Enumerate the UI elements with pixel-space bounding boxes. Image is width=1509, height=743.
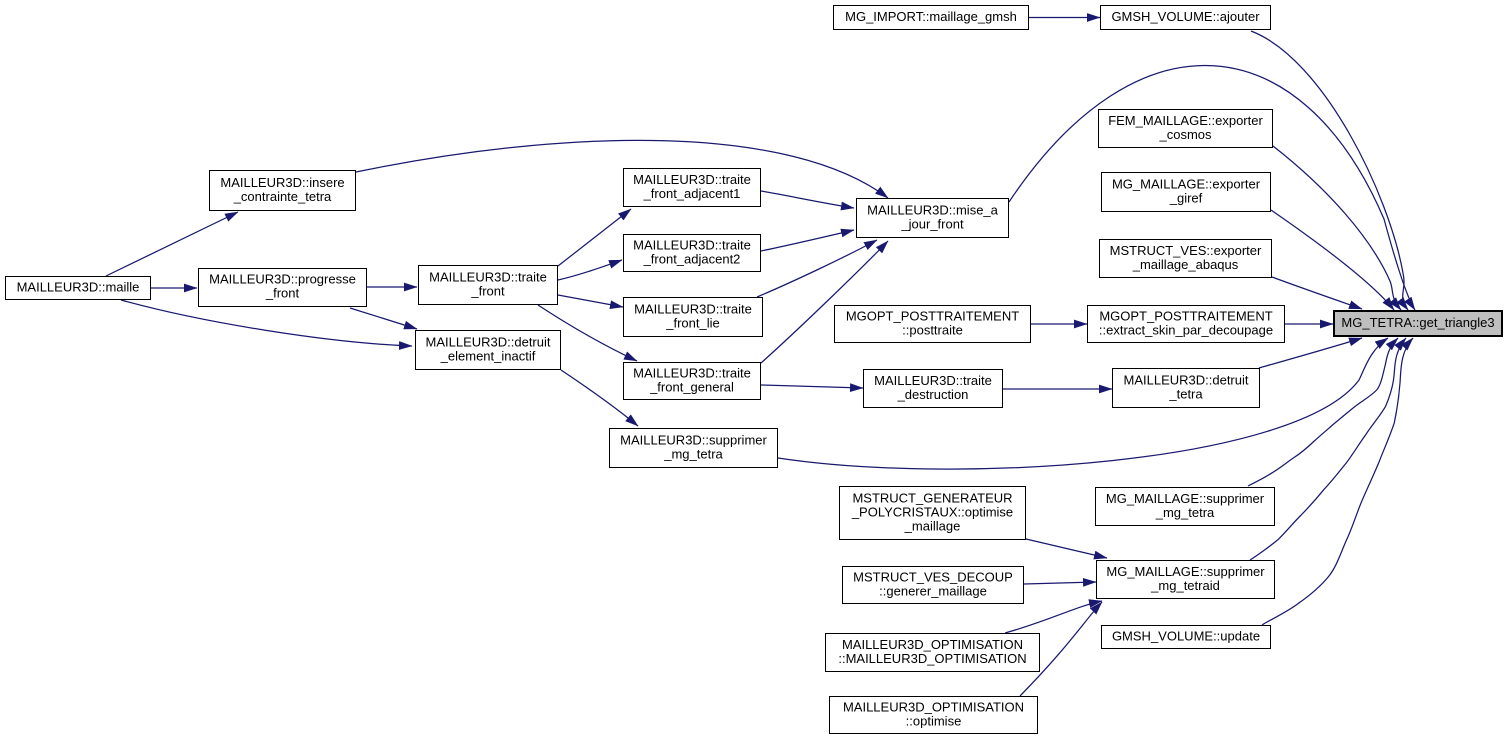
svg-text:MAILLEUR3D::traite: MAILLEUR3D::traite xyxy=(429,270,547,285)
svg-text:_front: _front xyxy=(470,284,505,299)
svg-text:MG_MAILLAGE::supprimer: MG_MAILLAGE::supprimer xyxy=(1106,491,1265,506)
svg-text:GMSH_VOLUME::update: GMSH_VOLUME::update xyxy=(1112,629,1260,644)
svg-text:MSTRUCT_VES_DECOUP: MSTRUCT_VES_DECOUP xyxy=(853,570,1013,585)
svg-text:::generer_maillage: ::generer_maillage xyxy=(879,584,987,599)
svg-text:::optimise: ::optimise xyxy=(906,714,962,729)
svg-text:MG_MAILLAGE::supprimer: MG_MAILLAGE::supprimer xyxy=(1106,564,1265,579)
svg-text:MG_MAILLAGE::exporter: MG_MAILLAGE::exporter xyxy=(1112,177,1261,192)
svg-text:MGOPT_POSTTRAITEMENT: MGOPT_POSTTRAITEMENT xyxy=(1099,309,1272,324)
svg-text:MAILLEUR3D::detruit: MAILLEUR3D::detruit xyxy=(426,335,551,350)
svg-text:MGOPT_POSTTRAITEMENT: MGOPT_POSTTRAITEMENT xyxy=(846,309,1019,324)
svg-text:_mg_tetraid: _mg_tetraid xyxy=(1150,578,1220,593)
svg-text:_POLYCRISTAUX::optimise: _POLYCRISTAUX::optimise xyxy=(851,505,1013,520)
svg-text:FEM_MAILLAGE::exporter: FEM_MAILLAGE::exporter xyxy=(1108,113,1263,128)
svg-text:_maillage: _maillage xyxy=(904,519,961,534)
svg-text:MSTRUCT_GENERATEUR: MSTRUCT_GENERATEUR xyxy=(852,491,1012,506)
svg-text:MAILLEUR3D::traite: MAILLEUR3D::traite xyxy=(633,366,751,381)
svg-text:_mg_tetra: _mg_tetra xyxy=(1155,505,1215,520)
svg-text:_front_lie: _front_lie xyxy=(665,316,719,331)
svg-text:MAILLEUR3D::mise_a: MAILLEUR3D::mise_a xyxy=(867,203,999,218)
svg-text:_front: _front xyxy=(265,286,300,301)
svg-text:MAILLEUR3D::insere: MAILLEUR3D::insere xyxy=(220,175,344,190)
svg-text:MAILLEUR3D::detruit: MAILLEUR3D::detruit xyxy=(1124,373,1249,388)
svg-text:::posttraite: ::posttraite xyxy=(902,323,963,338)
svg-text:_giref: _giref xyxy=(1169,191,1203,206)
svg-text:MAILLEUR3D::traite: MAILLEUR3D::traite xyxy=(633,172,751,187)
svg-text:MAILLEUR3D::progresse: MAILLEUR3D::progresse xyxy=(209,272,356,287)
svg-text:_element_inactif: _element_inactif xyxy=(440,349,536,364)
svg-text:_front_adjacent1: _front_adjacent1 xyxy=(643,186,741,201)
svg-text:MAILLEUR3D_OPTIMISATION: MAILLEUR3D_OPTIMISATION xyxy=(843,700,1024,715)
svg-text:MG_IMPORT::maillage_gmsh: MG_IMPORT::maillage_gmsh xyxy=(845,9,1017,24)
svg-text:_contrainte_tetra: _contrainte_tetra xyxy=(233,189,332,204)
svg-text:MSTRUCT_VES::exporter: MSTRUCT_VES::exporter xyxy=(1110,243,1262,258)
svg-text:_front_general: _front_general xyxy=(649,380,734,395)
svg-text:MAILLEUR3D::traite: MAILLEUR3D::traite xyxy=(634,302,752,317)
svg-text:_destruction: _destruction xyxy=(897,387,969,402)
svg-text:GMSH_VOLUME::ajouter: GMSH_VOLUME::ajouter xyxy=(1111,9,1260,24)
svg-text:::MAILLEUR3D_OPTIMISATION: ::MAILLEUR3D_OPTIMISATION xyxy=(838,651,1026,666)
svg-text:_tetra: _tetra xyxy=(1168,387,1203,402)
svg-text:_maillage_abaqus: _maillage_abaqus xyxy=(1132,257,1239,272)
svg-text:_mg_tetra: _mg_tetra xyxy=(663,447,723,462)
svg-text:_jour_front: _jour_front xyxy=(900,217,964,232)
svg-text:MAILLEUR3D::supprimer: MAILLEUR3D::supprimer xyxy=(620,433,767,448)
svg-text:MG_TETRA::get_triangle3: MG_TETRA::get_triangle3 xyxy=(1341,315,1494,330)
svg-text:_front_adjacent2: _front_adjacent2 xyxy=(643,252,741,267)
svg-text:MAILLEUR3D::traite: MAILLEUR3D::traite xyxy=(633,238,751,253)
svg-text:MAILLEUR3D::maille: MAILLEUR3D::maille xyxy=(17,280,140,295)
svg-text:MAILLEUR3D_OPTIMISATION: MAILLEUR3D_OPTIMISATION xyxy=(842,637,1023,652)
svg-text:::extract_skin_par_decoupage: ::extract_skin_par_decoupage xyxy=(1099,323,1273,338)
svg-text:_cosmos: _cosmos xyxy=(1158,127,1212,142)
svg-text:MAILLEUR3D::traite: MAILLEUR3D::traite xyxy=(874,373,992,388)
